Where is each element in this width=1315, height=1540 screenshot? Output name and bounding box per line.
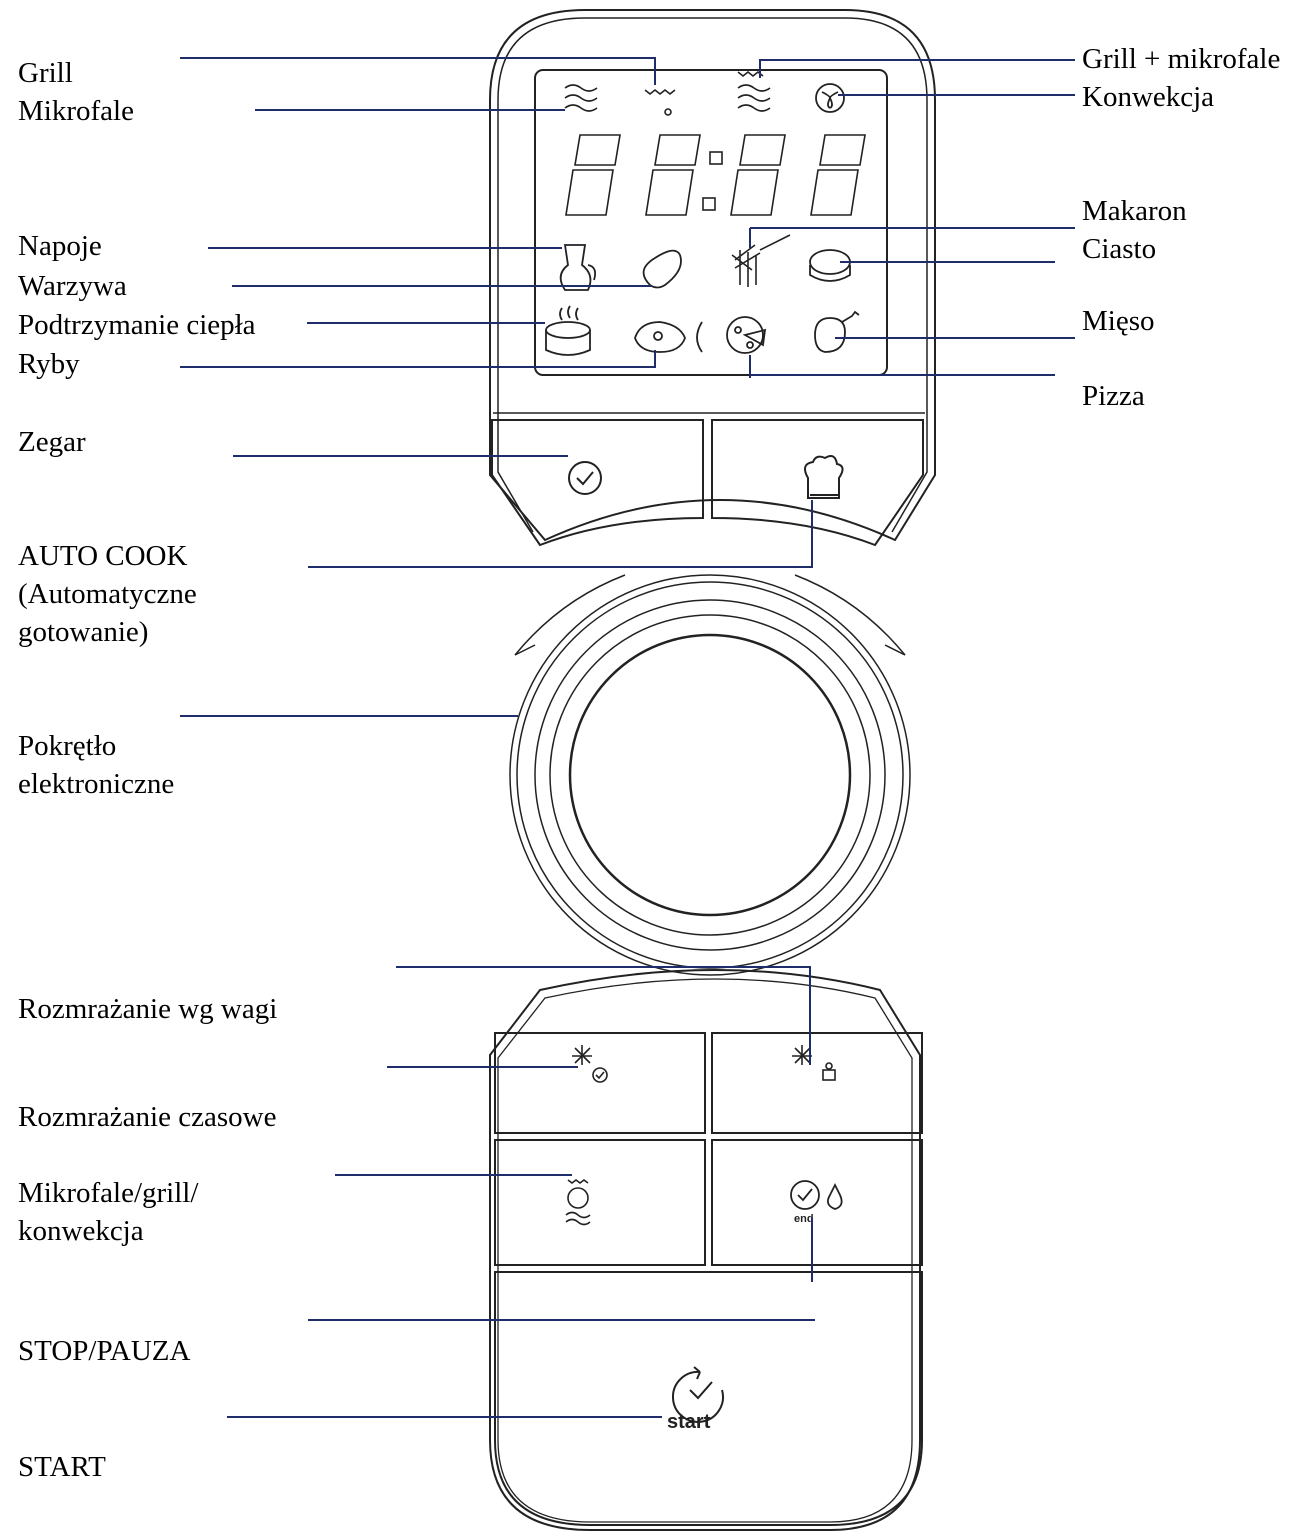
chef-hat-icon [803,455,844,499]
label-grill-mikrofale: Grill + mikrofale [1082,43,1281,75]
defrost-time-icon [572,1045,608,1083]
microwave-grill-convection-button[interactable] [495,1140,705,1265]
label-stop: STOP/PAUZA [18,1335,191,1367]
clock-button-outline [491,419,704,547]
label-start: START [18,1451,106,1483]
stop-button-outline [711,1139,923,1266]
mwgc-button-outline [494,1139,706,1266]
label-makaron: Makaron [1082,195,1187,227]
grill-icon [644,88,676,116]
cake-icon [809,249,851,282]
drinks-icon [559,244,597,291]
defrost-weight-icon [792,1045,836,1081]
label-mieso: Mięso [1082,305,1155,337]
grill-microwave-icon [737,70,771,112]
label-mgk-2: konwekcja [18,1215,144,1247]
label-mgk-1: Mikrofale/grill/ [18,1177,199,1209]
leader-lines [180,57,1075,1418]
start-button-outline [494,1271,923,1526]
label-pizza: Pizza [1082,380,1145,412]
microwave-icon [564,84,598,112]
label-autocook-3: gotowanie) [18,616,149,648]
defrost-time-button-outline [494,1032,706,1134]
defrost-weight-button-outline [711,1032,923,1134]
stop-pause-icon [790,1180,843,1210]
label-autocook-2: (Automatyczne [18,578,197,610]
label-mikrofale: Mikrofale [18,95,134,127]
label-pokretlo-1: Pokrętło [18,730,117,762]
label-warzywa: Warzywa [18,270,127,302]
clock-icon [568,461,602,495]
label-konwekcja: Konwekcja [1082,81,1215,113]
pasta-icon [731,234,791,287]
label-rozmrazanie-wagi: Rozmrażanie wg wagi [18,993,278,1025]
stop-pause-button[interactable] [712,1140,922,1265]
rotary-knob-control[interactable] [510,575,910,975]
meat-icon [814,310,860,353]
label-zegar: Zegar [18,426,86,458]
fish-icon [634,321,703,353]
label-rozmrazanie-czas: Rozmrażanie czasowe [18,1101,277,1133]
display-housing [489,9,936,542]
label-autocook-1: AUTO COOK [18,540,188,572]
vegetables-icon [642,249,682,289]
label-ryby: Ryby [18,348,80,380]
label-podtrzymanie: Podtrzymanie ciepła [18,309,256,341]
knob-arrows [514,574,906,656]
autocook-button[interactable] [712,420,923,518]
defrost-time-button[interactable] [495,1033,705,1133]
convection-icon [815,83,845,113]
microwave-grill-convection-icon [565,1179,591,1226]
label-ciasto: Ciasto [1082,233,1157,265]
label-grill: Grill [18,57,73,89]
end-text: end [794,1213,814,1225]
lcd-display [534,69,888,376]
start-icon [671,1366,724,1423]
start-text: start [667,1411,711,1433]
label-pokretlo-2: elektroniczne [18,768,175,800]
start-button[interactable] [495,1272,922,1522]
label-napoje: Napoje [18,230,102,262]
defrost-weight-button[interactable] [712,1033,922,1133]
clock-button[interactable] [492,420,703,518]
pizza-icon [726,316,767,354]
keep-warm-icon [545,305,591,356]
